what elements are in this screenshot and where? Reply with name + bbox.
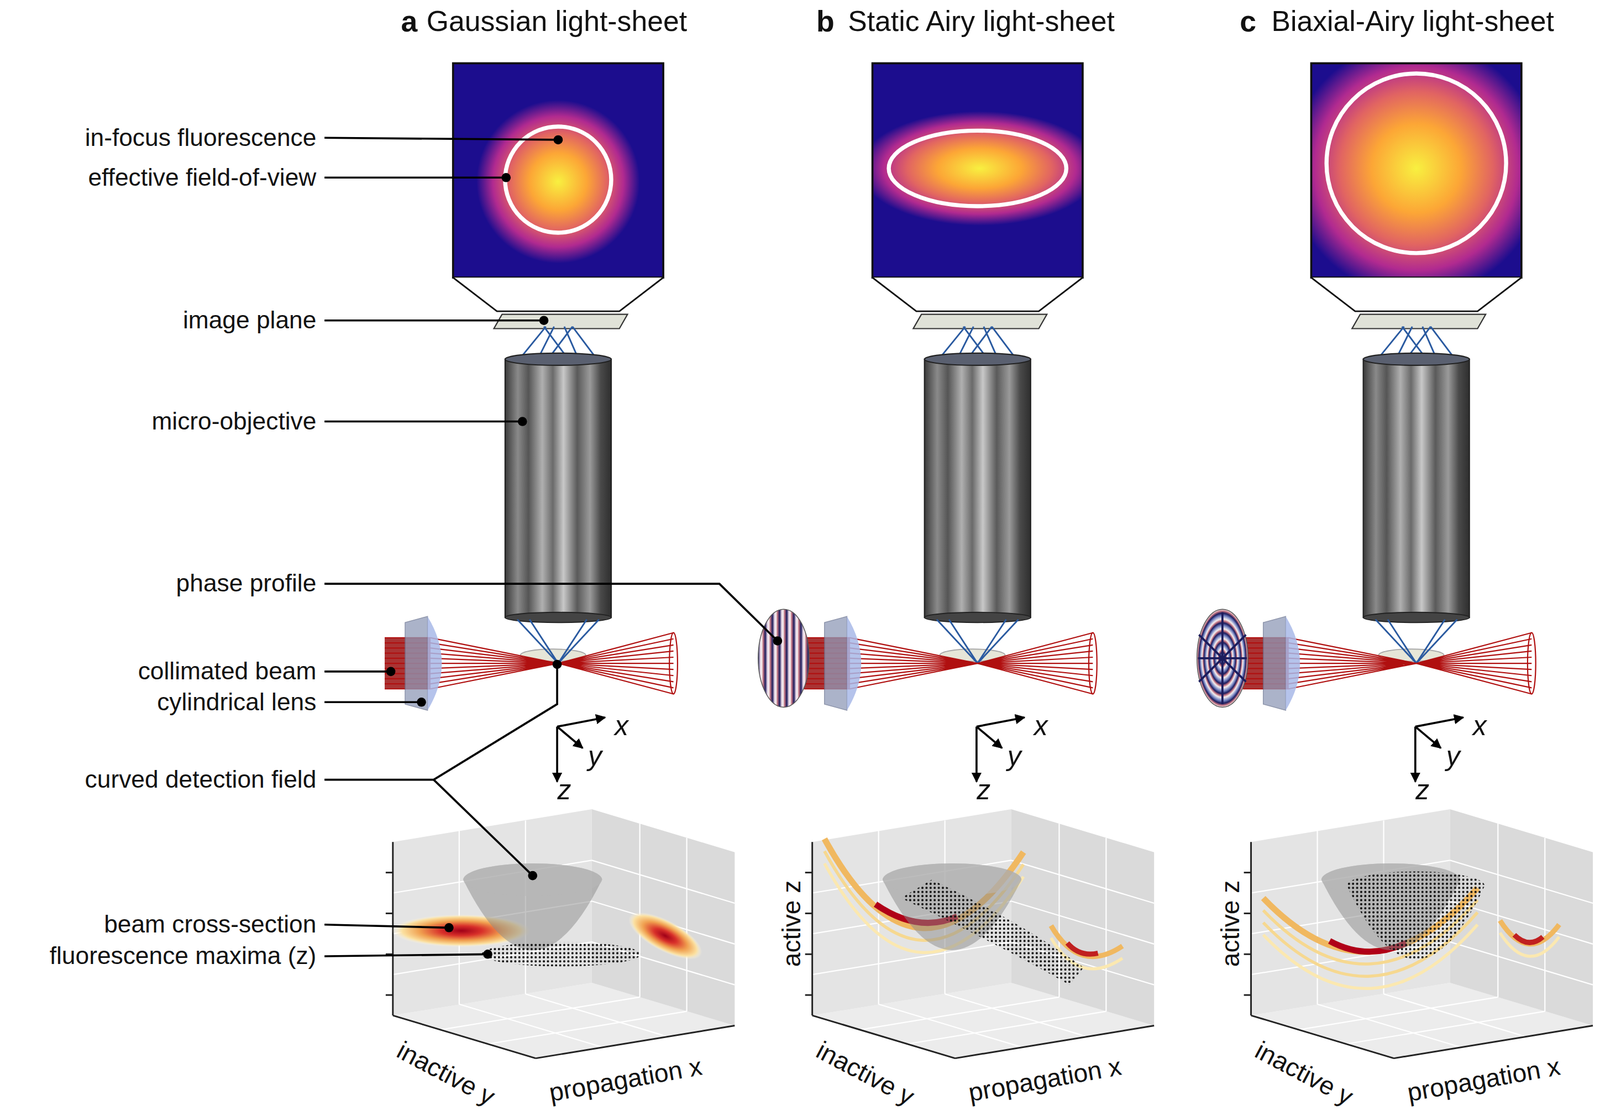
microscope-setup: [384, 277, 678, 782]
leader-dot: [552, 659, 563, 670]
airy-cross-section: [1051, 925, 1123, 957]
3d-plot-axes: [385, 809, 735, 1058]
plot-axis-label: inactive y: [392, 1036, 500, 1111]
callout-label: beam cross-section: [103, 910, 317, 938]
axis-label: z: [1415, 775, 1430, 806]
axis-label: x: [1472, 711, 1487, 742]
phase-profile: [758, 609, 810, 707]
fluorescence-maxima: [900, 879, 1084, 985]
leader-line: [324, 583, 778, 641]
field-of-view-circle: [1326, 73, 1507, 254]
panel-title: Static Airy light-sheet: [847, 6, 1115, 39]
image-frame: [872, 63, 1083, 278]
in-focus-fluorescence: [476, 100, 640, 264]
leader-line: [324, 670, 391, 673]
leader-line: [324, 665, 558, 780]
phase-profile: [1198, 657, 1248, 660]
axis-label: x: [614, 711, 629, 742]
leader-dot: [539, 315, 549, 325]
leader-dot: [773, 636, 783, 646]
panel-static-airy: [758, 63, 1154, 1058]
plot-axis-label: active z: [1216, 880, 1245, 968]
panel-letter: a: [401, 6, 418, 39]
fluorescence-maxima: [1346, 871, 1485, 960]
leader-line: [324, 176, 507, 179]
leader-dot: [416, 697, 427, 707]
callout-label: cylindrical lens: [156, 688, 317, 716]
phase-profile: [1197, 609, 1248, 707]
leader-dot: [386, 135, 783, 959]
plot-axis-label: propagation x: [1404, 1052, 1562, 1108]
leader-dot: [553, 135, 564, 145]
image-frame: [453, 63, 664, 278]
airy-cross-section: [1067, 942, 1098, 954]
leader-line: [433, 779, 533, 876]
plot-axis-label: propagation x: [966, 1052, 1124, 1108]
leader-line: [324, 137, 778, 957]
panel-letter: c: [1239, 6, 1257, 39]
axis-label: y: [588, 742, 602, 773]
plot-axis-label: propagation x: [547, 1052, 705, 1108]
plot-axis-label: inactive y: [811, 1036, 920, 1111]
leader-dot: [527, 871, 538, 881]
field-of-view-circle: [505, 126, 612, 233]
leader-dot: [517, 416, 528, 427]
leader-line: [324, 420, 523, 423]
callout-label: curved detection field: [85, 766, 317, 794]
leader-line: [324, 953, 488, 957]
panel-title: Biaxial-Airy light-sheet: [1271, 6, 1554, 39]
axis-label: y: [1446, 742, 1461, 773]
leader-dot: [501, 172, 511, 183]
leader-dot: [386, 667, 396, 677]
field-of-view-ellipse: [888, 130, 1067, 207]
callout-label: collimated beam: [138, 658, 317, 686]
fluorescence-image: [453, 63, 664, 278]
in-focus-fluorescence: [872, 111, 1083, 226]
leader-line: [324, 924, 449, 928]
callout-label: fluorescence maxima (z): [49, 942, 317, 970]
airy-cross-section: [1499, 920, 1560, 944]
plot-axis-label: active z: [777, 880, 806, 968]
plot-axis-label: inactive y: [1250, 1036, 1358, 1111]
callout-label: micro-objective: [151, 407, 317, 435]
axis-label: z: [557, 775, 572, 806]
in-focus-fluorescence: [1310, 63, 1521, 278]
axis-label: y: [1007, 742, 1022, 773]
callout-label: in-focus fluorescence: [85, 124, 317, 152]
panel-letter: b: [816, 6, 835, 39]
leader-dot: [483, 949, 493, 959]
microscope-setup: [804, 277, 1098, 782]
panel-biaxial-airy: [1197, 40, 1593, 1059]
callout-label: effective field-of-view: [87, 164, 317, 192]
fluorescence-maxima: [481, 941, 641, 967]
axis-label: z: [976, 775, 991, 806]
leader-line: [324, 700, 422, 704]
microscope-setup: [1242, 277, 1536, 782]
callout-label: image plane: [182, 306, 317, 334]
curved-detection-field: [463, 863, 602, 951]
leader-dot: [444, 922, 454, 933]
panel-gaussian: [384, 63, 735, 1058]
image-frame: [1310, 63, 1521, 278]
phase-profile: [1197, 609, 1248, 707]
callout-label: phase profile: [176, 570, 317, 598]
3d-plot-axes: [805, 809, 1154, 1058]
airy-cross-section: [1514, 934, 1544, 943]
leader-line: [324, 137, 559, 140]
3d-plot-axes: [1244, 809, 1593, 1058]
phase-profile: [1198, 612, 1248, 705]
leader-line: [324, 319, 544, 322]
panel-title: Gaussian light-sheet: [426, 6, 687, 39]
axis-label: x: [1034, 711, 1048, 742]
